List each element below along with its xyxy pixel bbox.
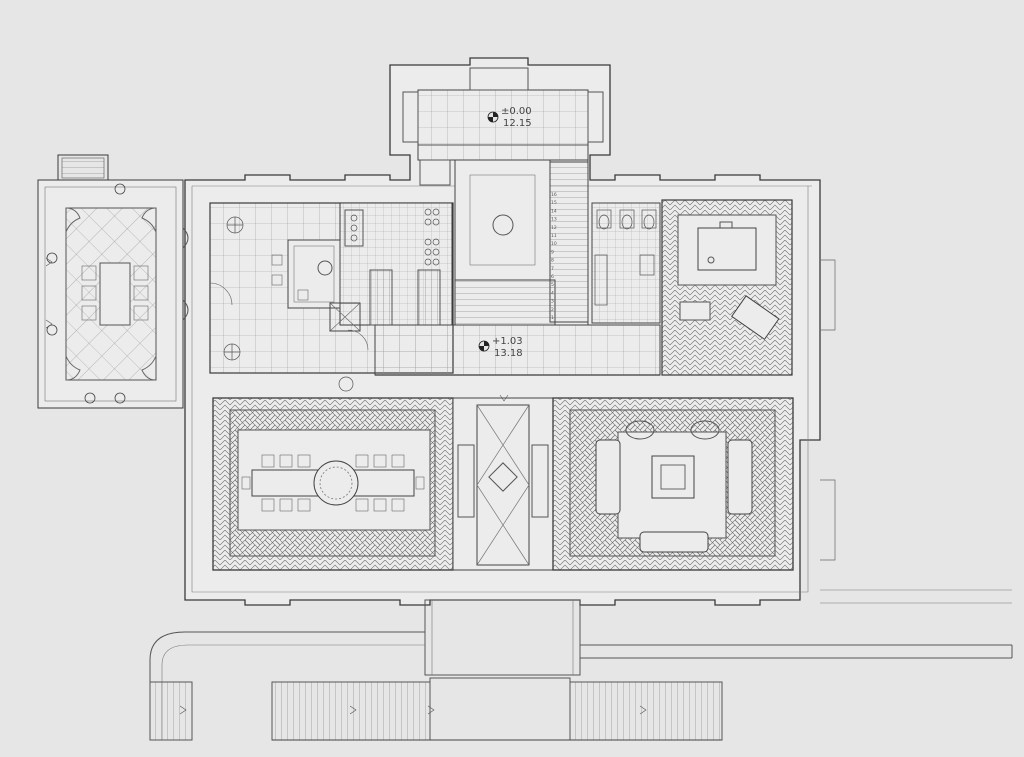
stair-step-numbers: 16 15 14 13 12 11 10 9 8 7 6 5 4 3 2 1 [551, 192, 557, 321]
terrace [149, 259, 1013, 741]
stair-step-number: 11 [551, 233, 557, 239]
stair-step-number: 13 [551, 217, 557, 223]
north-vestibule [402, 67, 604, 326]
stair-step-number: 1 [551, 315, 554, 321]
stair-step-number: 14 [551, 208, 557, 214]
upper-ref-label: 12.15 [503, 118, 532, 129]
dining-room [212, 397, 454, 571]
central-hall [374, 324, 661, 376]
stair-step-number: 8 [551, 258, 554, 264]
stair-step-number: 6 [551, 274, 554, 280]
south-hall [452, 397, 554, 571]
stair-step-number: 15 [551, 200, 557, 206]
stair-step-number: 12 [551, 225, 557, 231]
ground-elevation-label: +1.03 [492, 336, 523, 347]
ground-ref-label: 13.18 [494, 348, 523, 359]
stair-step-number: 3 [551, 299, 554, 305]
stair-step-number: 2 [551, 307, 554, 313]
salon [552, 397, 794, 571]
stair-step-number: 5 [551, 282, 554, 288]
direction-arrows [45, 257, 647, 715]
stair-step-number: 10 [551, 241, 557, 247]
level-marker-upper: ±0.00 12.15 [487, 106, 532, 129]
stair-step-number: 4 [551, 290, 554, 296]
service-block [591, 202, 661, 324]
bedroom [661, 199, 793, 376]
conservatory [37, 154, 189, 409]
stair-step-number: 16 [551, 192, 557, 198]
quartered-circle-icon [487, 111, 499, 123]
stair-step-number: 7 [551, 266, 554, 272]
level-marker-ground: +1.03 13.18 [478, 336, 523, 359]
quartered-circle-icon [478, 340, 490, 352]
stair-step-number: 9 [551, 249, 554, 255]
upper-elevation-label: ±0.00 [501, 106, 532, 117]
